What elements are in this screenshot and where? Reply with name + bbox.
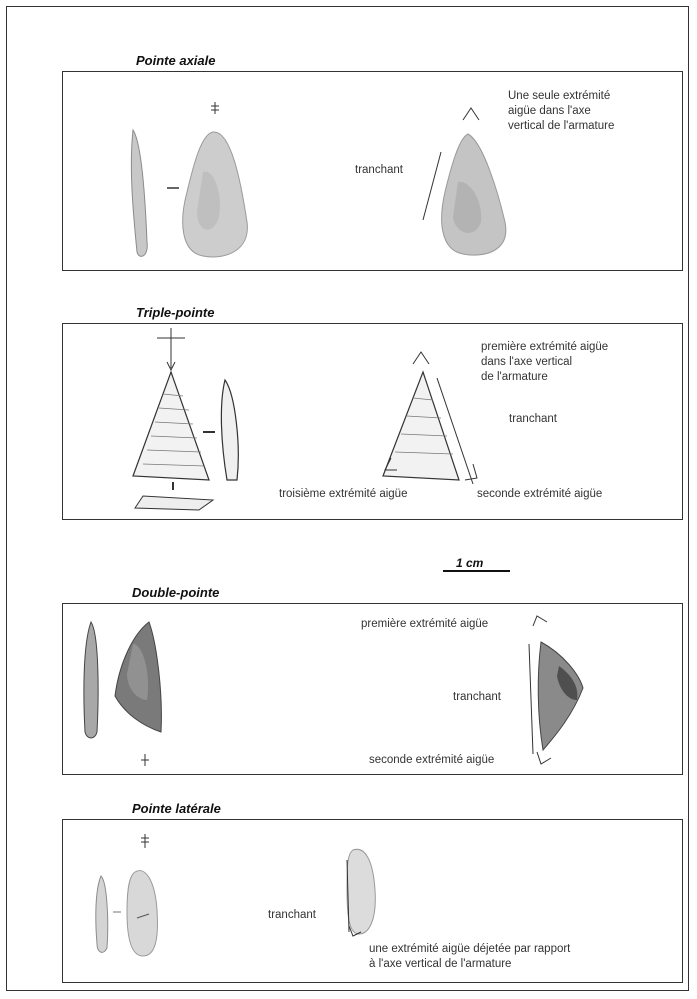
double-tranchant-label: tranchant — [453, 690, 501, 705]
section-title-laterale: Pointe latérale — [132, 801, 221, 816]
laterale-note-line: à l'axe vertical de l'armature — [369, 957, 570, 972]
panel-axiale: tranchant Une seule extrémité aigüe dans… — [62, 71, 683, 271]
triple-third-label: troisième extrémité aigüe — [279, 487, 407, 502]
scale-bar — [443, 570, 510, 572]
axiale-note-line: aigüe dans l'axe — [508, 104, 614, 119]
triple-tranchant-label: tranchant — [509, 412, 557, 427]
axiale-orientation-mark — [211, 102, 219, 114]
axiale-note-line: vertical de l'armature — [508, 119, 614, 134]
triple-note-line: dans l'axe vertical — [481, 355, 608, 370]
triple-right-piece — [383, 372, 459, 480]
double-first-label: première extrémité aigüe — [361, 617, 488, 632]
axiale-note: Une seule extrémité aigüe dans l'axe ver… — [508, 89, 614, 134]
laterale-note-line: une extrémité aigüe déjetée par rapport — [369, 942, 570, 957]
double-profile-piece — [84, 622, 98, 738]
panel-triple: première extrémité aigüe dans l'axe vert… — [62, 323, 683, 520]
triple-orientation-arrow — [157, 328, 185, 370]
axiale-tranchant-label: tranchant — [355, 163, 403, 178]
triple-note-line: première extrémité aigüe — [481, 340, 608, 355]
double-orientation-mark — [141, 754, 149, 766]
triple-profile-piece — [221, 380, 238, 480]
section-title-triple: Triple-pointe — [136, 305, 214, 320]
laterale-tranchant-label: tranchant — [268, 908, 316, 923]
triple-note: première extrémité aigüe dans l'axe vert… — [481, 340, 608, 385]
section-title-axiale: Pointe axiale — [136, 53, 215, 68]
triple-base-piece — [135, 496, 213, 510]
triple-note-line: de l'armature — [481, 370, 608, 385]
section-title-double: Double-pointe — [132, 585, 219, 600]
axiale-tip-mark — [463, 108, 479, 120]
panel-laterale: tranchant une extrémité aigüe déjetée pa… — [62, 819, 683, 983]
triple-first-tip-mark — [413, 352, 429, 364]
laterale-right-piece — [347, 849, 375, 934]
double-second-tip-mark — [537, 752, 551, 764]
scale-label: 1 cm — [456, 556, 483, 570]
laterale-orientation-mark — [141, 834, 149, 848]
laterale-note: une extrémité aigüe déjetée par rapport … — [369, 942, 570, 972]
laterale-face-piece — [127, 871, 157, 956]
triple-second-label: seconde extrémité aigüe — [477, 487, 602, 502]
axiale-edge-line — [423, 152, 441, 220]
laterale-profile-piece — [96, 876, 108, 952]
double-first-tip-mark — [533, 616, 547, 626]
axiale-profile-piece — [131, 130, 147, 256]
double-edge-line — [529, 644, 533, 754]
double-second-label: seconde extrémité aigüe — [369, 753, 494, 768]
panel-double: première extrémité aigüe tranchant secon… — [62, 603, 683, 775]
axiale-note-line: Une seule extrémité — [508, 89, 614, 104]
